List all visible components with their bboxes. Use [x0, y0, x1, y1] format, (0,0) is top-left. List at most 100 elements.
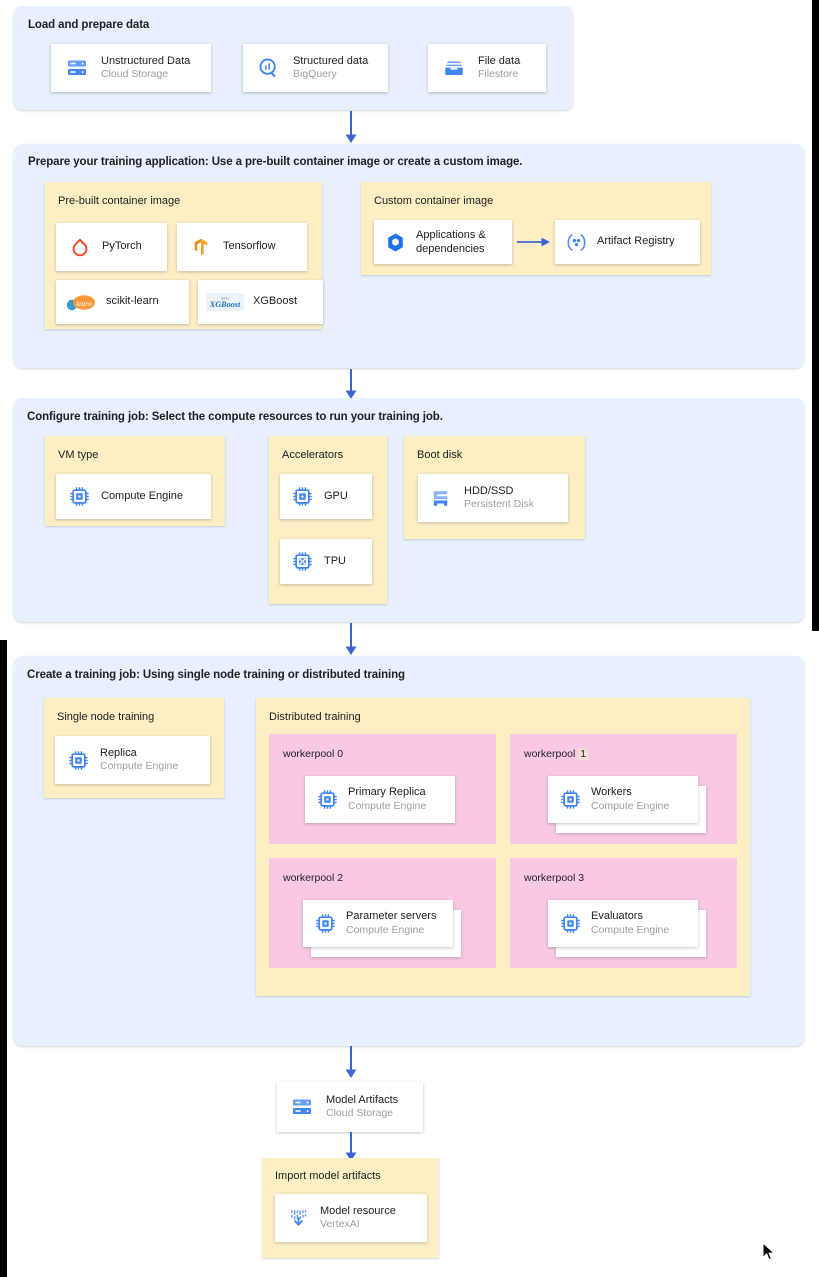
arrow-stage1-to-stage2	[343, 111, 359, 144]
card-scikit-learn[interactable]: learn scikit-learn	[56, 280, 189, 324]
group-import-model-artifacts: Import model artifacts Model resource Ve…	[262, 1158, 439, 1258]
card-evaluators[interactable]: Evaluators Compute Engine	[548, 900, 698, 947]
card-artifact-registry[interactable]: Artifact Registry	[555, 220, 700, 264]
mouse-cursor	[762, 1241, 776, 1262]
compute-engine-icon	[67, 485, 91, 509]
card-primary-replica[interactable]: Primary Replica Compute Engine	[305, 776, 455, 823]
card-title: Replica	[100, 746, 137, 759]
card-title: Unstructured Data	[101, 54, 191, 67]
card-subtitle: BigQuery	[293, 68, 337, 81]
xgboost-icon: dmlc XGBoost	[205, 291, 245, 313]
card-title: GPU	[324, 489, 348, 502]
card-pytorch[interactable]: PyTorch	[56, 223, 167, 271]
card-title: Compute Engine	[101, 489, 183, 502]
card-workers[interactable]: Workers Compute Engine	[548, 776, 698, 823]
card-subtitle: Filestore	[478, 68, 519, 81]
card-subtitle: Compute Engine	[346, 923, 425, 936]
right-edge-bar	[812, 0, 819, 631]
svg-text:dmlc: dmlc	[221, 296, 229, 301]
pool-workerpool-1: workerpool 1	[510, 734, 737, 844]
card-unstructured-data[interactable]: Unstructured Data Cloud Storage	[51, 44, 211, 92]
tpu-icon	[290, 550, 314, 574]
card-title: Model Artifacts	[326, 1093, 399, 1106]
card-title: HDD/SSD	[464, 484, 514, 497]
card-tpu[interactable]: TPU	[280, 539, 372, 584]
arrow-stage2-to-stage3	[343, 369, 359, 400]
pool-title: workerpool 2	[283, 872, 343, 884]
arrow-stage4-to-model-artifacts	[343, 1046, 359, 1079]
card-subtitle: Compute Engine	[591, 799, 670, 812]
card-title: Primary Replica	[348, 786, 426, 799]
stage-prepare-training-application: Prepare your training application: Use a…	[14, 144, 804, 368]
compute-engine-icon	[558, 912, 582, 936]
compute-engine-icon	[315, 788, 339, 812]
pool-label-index: 1	[578, 748, 589, 760]
card-structured-data[interactable]: Structured data BigQuery	[243, 44, 388, 92]
stage-configure-training-job: Configure training job: Select the compu…	[14, 398, 804, 622]
card-subtitle: Cloud Storage	[326, 1107, 394, 1120]
card-subtitle: Compute Engine	[591, 923, 670, 936]
pytorch-icon	[68, 235, 92, 259]
filestore-icon	[441, 55, 467, 81]
card-title: XGBoost	[253, 295, 298, 308]
pool-label-prefix: workerpool	[283, 872, 335, 884]
card-tensorflow[interactable]: Tensorflow	[177, 223, 307, 271]
pool-label-prefix: workerpool	[524, 748, 576, 760]
pool-workerpool-0: workerpool 0	[269, 734, 496, 844]
card-title: Workers	[591, 786, 632, 799]
card-model-resource[interactable]: Model resource VertexAI	[275, 1194, 427, 1242]
gpu-icon	[290, 485, 314, 509]
card-title: Model resource	[320, 1204, 396, 1217]
group-distributed-training: Distributed training workerpool 0	[256, 698, 750, 996]
pool-title: workerpool 1	[524, 748, 589, 760]
pool-label-index: 2	[337, 872, 344, 884]
card-gpu[interactable]: GPU	[280, 474, 372, 519]
card-parameter-servers[interactable]: Parameter servers Compute Engine	[303, 900, 453, 947]
pool-label-index: 0	[337, 748, 344, 760]
card-title: PyTorch	[102, 240, 142, 253]
group-title: VM type	[58, 449, 99, 461]
pool-title: workerpool 0	[283, 748, 343, 760]
artifact-registry-icon	[564, 230, 588, 254]
card-title: Evaluators	[591, 910, 643, 923]
group-title: Import model artifacts	[275, 1170, 381, 1182]
stage-create-a-training-job: Create a training job: Using single node…	[14, 656, 804, 1046]
cloud-storage-icon	[289, 1094, 315, 1120]
pool-workerpool-3: workerpool 3	[510, 858, 737, 968]
group-vm-type: VM type Compute Engine	[45, 436, 225, 526]
container-registry-icon	[383, 230, 407, 254]
card-applications-and-dependencies[interactable]: Applications & dependencies	[374, 220, 512, 264]
group-title: Accelerators	[282, 449, 344, 461]
card-subtitle: VertexAI	[320, 1218, 360, 1231]
stage-load-and-prepare-data: Load and prepare data Unstructured Data …	[14, 6, 573, 110]
card-hdd-ssd[interactable]: HDD/SSD Persistent Disk	[418, 474, 568, 522]
group-boot-disk: Boot disk HDD/SSD Persistent Disk	[404, 436, 585, 539]
card-title: Tensorflow	[223, 240, 276, 253]
svg-text:learn: learn	[76, 299, 92, 308]
compute-engine-icon	[66, 748, 90, 772]
group-title: Single node training	[57, 711, 155, 723]
card-model-artifacts[interactable]: Model Artifacts Cloud Storage	[277, 1082, 423, 1132]
card-subtitle: Cloud Storage	[101, 68, 169, 81]
pool-title: workerpool 3	[524, 872, 584, 884]
card-subtitle: Compute Engine	[100, 760, 179, 773]
card-xgboost[interactable]: dmlc XGBoost XGBoost	[198, 280, 323, 324]
group-title: Boot disk	[417, 449, 463, 461]
card-file-data[interactable]: File data Filestore	[428, 44, 546, 92]
bigquery-icon	[256, 55, 282, 81]
group-title: Custom container image	[374, 195, 494, 207]
card-title: scikit-learn	[106, 295, 159, 308]
card-subtitle: Persistent Disk	[464, 498, 535, 511]
group-single-node-training: Single node training Replica Comp	[44, 698, 224, 798]
pool-label-index: 3	[578, 872, 585, 884]
card-compute-engine[interactable]: Compute Engine	[56, 474, 211, 519]
group-accelerators: Accelerators GPU	[269, 436, 387, 604]
persistent-disk-icon	[429, 486, 453, 510]
stage-title: Load and prepare data	[28, 19, 150, 31]
card-replica[interactable]: Replica Compute Engine	[55, 736, 210, 784]
stage-title: Create a training job: Using single node…	[27, 669, 405, 681]
card-title: Artifact Registry	[597, 235, 675, 248]
card-title: TPU	[324, 554, 346, 567]
arrow-applications-to-artifact-registry	[517, 236, 551, 248]
vertex-ai-icon	[286, 1206, 310, 1230]
